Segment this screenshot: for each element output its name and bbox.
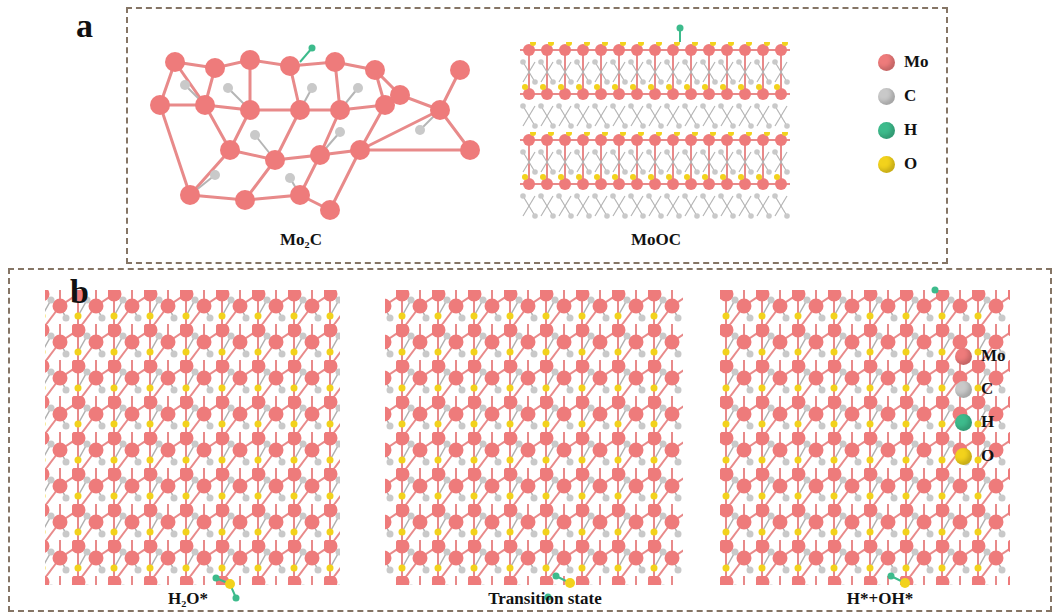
legend-swatch	[878, 88, 895, 105]
legend-text: O	[981, 446, 994, 466]
legend-text: C	[981, 379, 993, 399]
legend-item: H	[955, 412, 994, 432]
legend-text: H	[981, 412, 994, 432]
structure-label: MoOC	[631, 231, 681, 250]
structure-label: Mo₂C	[280, 231, 322, 250]
structure-label: Transition state	[488, 590, 602, 609]
legend-item: Mo	[955, 346, 1006, 366]
legend-text: O	[904, 154, 917, 174]
legend-item: O	[878, 154, 917, 174]
legend-item: O	[955, 446, 994, 466]
structure-label: H₂O*	[168, 590, 208, 609]
legend-swatch	[878, 54, 895, 71]
legend-item: Mo	[878, 52, 929, 72]
figure-panel: b	[8, 268, 1052, 612]
panel-letter: b	[70, 275, 89, 309]
structure-label: H*+OH*	[847, 590, 913, 609]
legend-swatch	[955, 381, 972, 398]
legend-swatch	[878, 122, 895, 139]
legend-text: H	[904, 120, 917, 140]
legend-swatch	[955, 414, 972, 431]
legend-swatch	[955, 448, 972, 465]
legend-text: C	[904, 86, 916, 106]
panel-letter: a	[76, 9, 93, 43]
legend-text: Mo	[981, 346, 1006, 366]
legend-item: C	[955, 379, 993, 399]
legend-swatch	[878, 156, 895, 173]
legend-item: C	[878, 86, 916, 106]
legend-item: H	[878, 120, 917, 140]
legend-text: Mo	[904, 52, 929, 72]
legend-swatch	[955, 348, 972, 365]
figure-panel: a	[126, 7, 948, 264]
